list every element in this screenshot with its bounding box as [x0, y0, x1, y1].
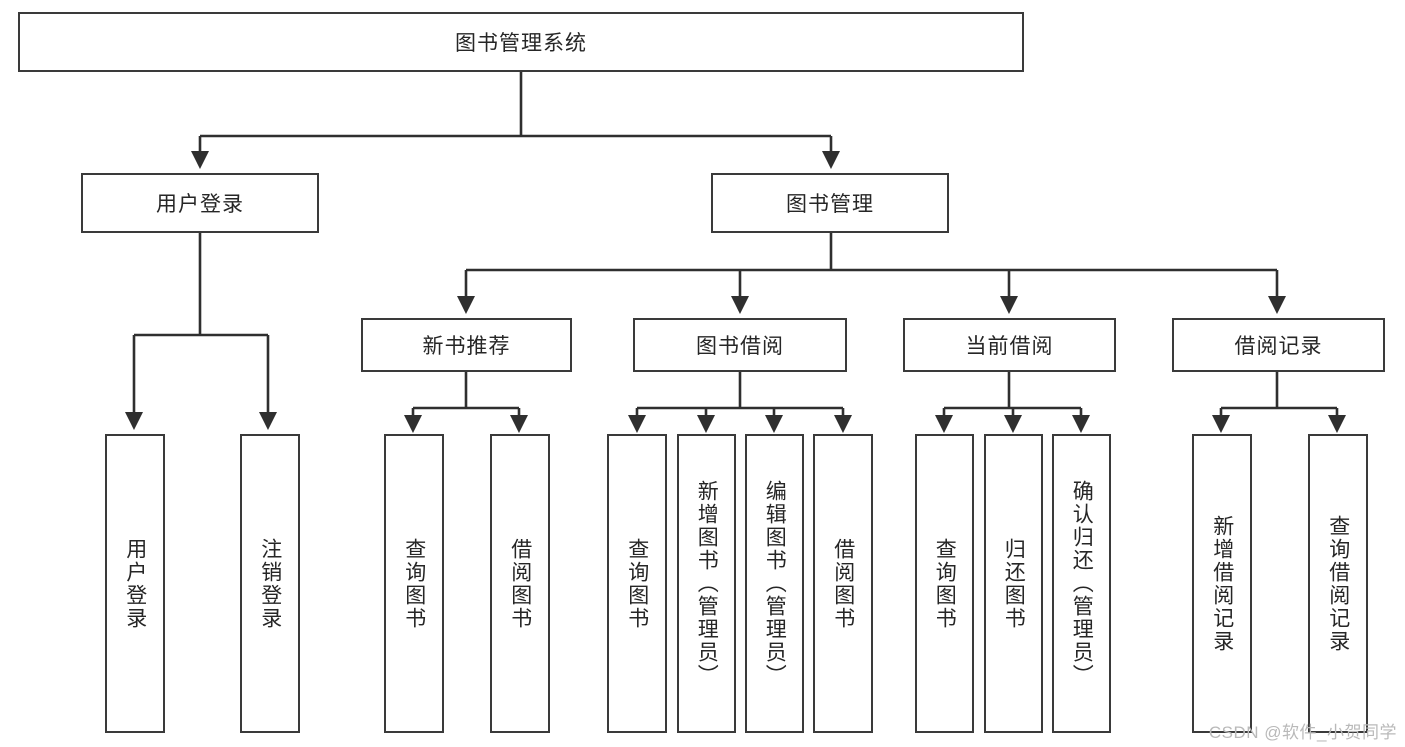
leaf-query-record[interactable]: 查询借阅记录 [1308, 434, 1368, 733]
leaf-borrow-book-1-label: 借阅图书 [508, 537, 532, 630]
leaf-add-book-label: 新增图书（管理员） [695, 480, 719, 687]
leaf-return-book-label: 归还图书 [1002, 537, 1026, 630]
leaf-confirm-return[interactable]: 确认归还（管理员） [1052, 434, 1111, 733]
leaf-add-record-label: 新增借阅记录 [1210, 514, 1234, 653]
leaf-query-book-1[interactable]: 查询图书 [384, 434, 444, 733]
node-book-manage-label: 图书管理 [786, 193, 874, 216]
node-book-borrow-label: 图书借阅 [696, 335, 784, 358]
csdn-watermark: CSDN @软件_小贺同学 [1208, 723, 1397, 742]
leaf-add-record[interactable]: 新增借阅记录 [1192, 434, 1252, 733]
leaf-query-book-2-label: 查询图书 [625, 537, 649, 630]
node-root[interactable]: 图书管理系统 [18, 12, 1024, 72]
leaf-query-book-2[interactable]: 查询图书 [607, 434, 667, 733]
leaf-confirm-return-label: 确认归还（管理员） [1070, 480, 1094, 687]
leaf-logout-label: 注销登录 [258, 537, 282, 630]
leaf-user-login-label: 用户登录 [123, 537, 147, 630]
node-borrow-record[interactable]: 借阅记录 [1172, 318, 1385, 372]
leaf-edit-book-label: 编辑图书（管理员） [763, 480, 787, 687]
leaf-edit-book[interactable]: 编辑图书（管理员） [745, 434, 804, 733]
leaf-user-login[interactable]: 用户登录 [105, 434, 165, 733]
node-new-book-rec-label: 新书推荐 [422, 335, 511, 358]
node-root-label: 图书管理系统 [455, 32, 587, 55]
leaf-logout[interactable]: 注销登录 [240, 434, 300, 733]
node-book-manage[interactable]: 图书管理 [711, 173, 949, 233]
node-current-borrow[interactable]: 当前借阅 [903, 318, 1116, 372]
leaf-query-record-label: 查询借阅记录 [1326, 514, 1350, 653]
node-borrow-record-label: 借阅记录 [1234, 335, 1323, 358]
leaf-borrow-book-2[interactable]: 借阅图书 [813, 434, 873, 733]
node-book-borrow[interactable]: 图书借阅 [633, 318, 847, 372]
leaf-query-book-3-label: 查询图书 [933, 537, 957, 630]
leaf-query-book-3[interactable]: 查询图书 [915, 434, 974, 733]
node-current-borrow-label: 当前借阅 [965, 335, 1054, 358]
leaf-add-book[interactable]: 新增图书（管理员） [677, 434, 736, 733]
leaf-query-book-1-label: 查询图书 [402, 537, 426, 630]
leaf-return-book[interactable]: 归还图书 [984, 434, 1043, 733]
leaf-borrow-book-2-label: 借阅图书 [831, 537, 855, 630]
node-user-login-label: 用户登录 [156, 193, 244, 216]
leaf-borrow-book-1[interactable]: 借阅图书 [490, 434, 550, 733]
node-new-book-rec[interactable]: 新书推荐 [361, 318, 572, 372]
node-user-login[interactable]: 用户登录 [81, 173, 319, 233]
